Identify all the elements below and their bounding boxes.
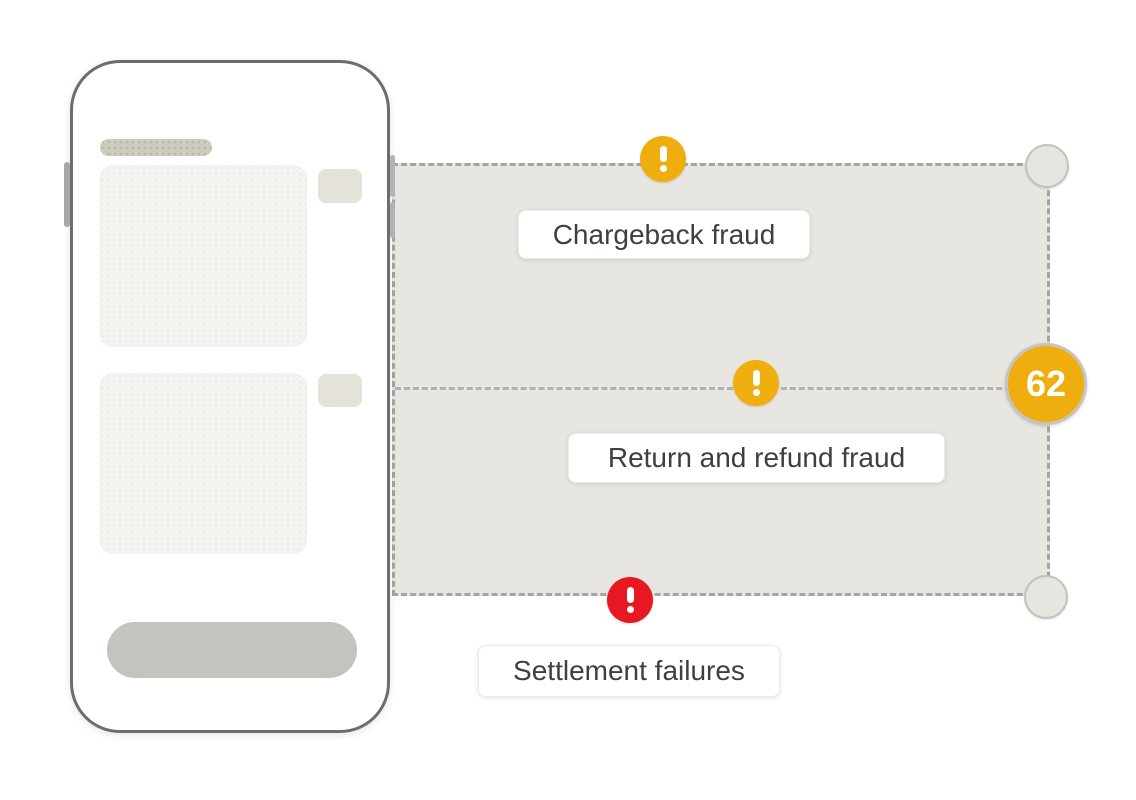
selection-handle-bottom-right[interactable] (1024, 575, 1068, 619)
count-badge-value: 62 (1025, 363, 1067, 404)
phone-volume-button (390, 155, 395, 197)
annotation-label-text: Settlement failures (513, 655, 745, 686)
warning-icon (733, 360, 779, 406)
phone-header-placeholder (100, 139, 212, 156)
annotation-label-chargeback-fraud: Chargeback fraud (518, 210, 810, 259)
count-badge: 62 (1005, 343, 1087, 425)
phone-card-placeholder (99, 373, 307, 554)
selection-handle-top-right[interactable] (1025, 144, 1069, 188)
exclamation-icon (752, 370, 760, 386)
phone-thumbnail-placeholder (318, 169, 362, 203)
region-divider (395, 387, 1047, 390)
phone-thumbnail-placeholder (318, 374, 362, 407)
warning-icon (640, 136, 686, 182)
phone-button-placeholder (107, 622, 357, 678)
annotation-label-settlement-failures: Settlement failures (478, 645, 780, 697)
annotation-label-text: Return and refund fraud (607, 442, 906, 473)
annotation-label-return-refund-fraud: Return and refund fraud (568, 433, 945, 483)
annotation-label-text: Chargeback fraud (552, 218, 776, 250)
phone-card-placeholder (99, 165, 307, 347)
phone-power-button (390, 202, 395, 238)
phone-mockup (64, 60, 395, 733)
exclamation-icon (626, 587, 634, 603)
exclamation-icon (659, 146, 667, 162)
phone-side-button (64, 162, 70, 227)
error-icon (607, 577, 653, 623)
